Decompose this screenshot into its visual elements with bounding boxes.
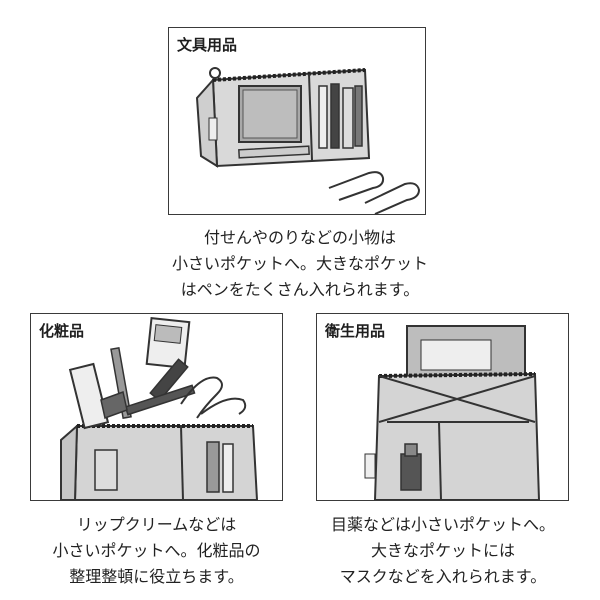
caption-line: はペンをたくさん入れられます。 [180, 280, 420, 299]
stationery-illustration [195, 67, 421, 214]
pen [330, 83, 340, 149]
eyelash-curler-icon [180, 376, 223, 419]
pen [354, 85, 363, 147]
caption-line: 大きなポケットには [370, 541, 515, 560]
pouch-body [373, 372, 541, 500]
tube [68, 362, 110, 430]
clip-icon [364, 182, 421, 214]
sanitary-panel: 衛生用品 [316, 313, 569, 501]
caption-line: リップクリームなどは [76, 515, 237, 534]
stationery-caption: 付せんやのりなどの小物は 小さいポケットへ。大きなポケット はペンをたくさん入れ… [150, 225, 450, 303]
pen [318, 85, 328, 149]
zipper [212, 68, 366, 82]
caption-line: 小さいポケットへ。化粧品の [52, 541, 261, 560]
zipper [378, 372, 536, 378]
cosmetics-label: 化粧品 [39, 322, 85, 340]
sanitary-caption: 目薬などは小さいポケットへ。 大きなポケットには マスクなどを入れられます。 [300, 512, 586, 590]
caption-line: マスクなどを入れられます。 [339, 567, 547, 586]
lip-balm [94, 449, 118, 491]
eye-drops [400, 453, 422, 491]
stationery-panel: 文具用品 [168, 27, 426, 215]
cosmetics-illustration [60, 317, 259, 500]
zipper-pull-icon [209, 67, 221, 79]
caption-line: 小さいポケットへ。大きなポケット [171, 254, 428, 273]
stationery-label: 文具用品 [177, 36, 238, 54]
cosmetics-panel: 化粧品 [30, 313, 283, 501]
sanitary-illustration [364, 325, 541, 500]
eyeliner [110, 346, 132, 420]
sanitary-label: 衛生用品 [325, 322, 386, 340]
caption-line: 整理整頓に役立ちます。 [69, 567, 244, 586]
caption-line: 目薬などは小さいポケットへ。 [330, 515, 555, 534]
clip-icon [328, 171, 385, 201]
caption-line: 付せんやのりなどの小物は [203, 228, 396, 247]
glue-stick [342, 87, 354, 149]
cosmetics-caption: リップクリームなどは 小さいポケットへ。化粧品の 整理整頓に役立ちます。 [30, 512, 283, 590]
pen [238, 145, 310, 159]
